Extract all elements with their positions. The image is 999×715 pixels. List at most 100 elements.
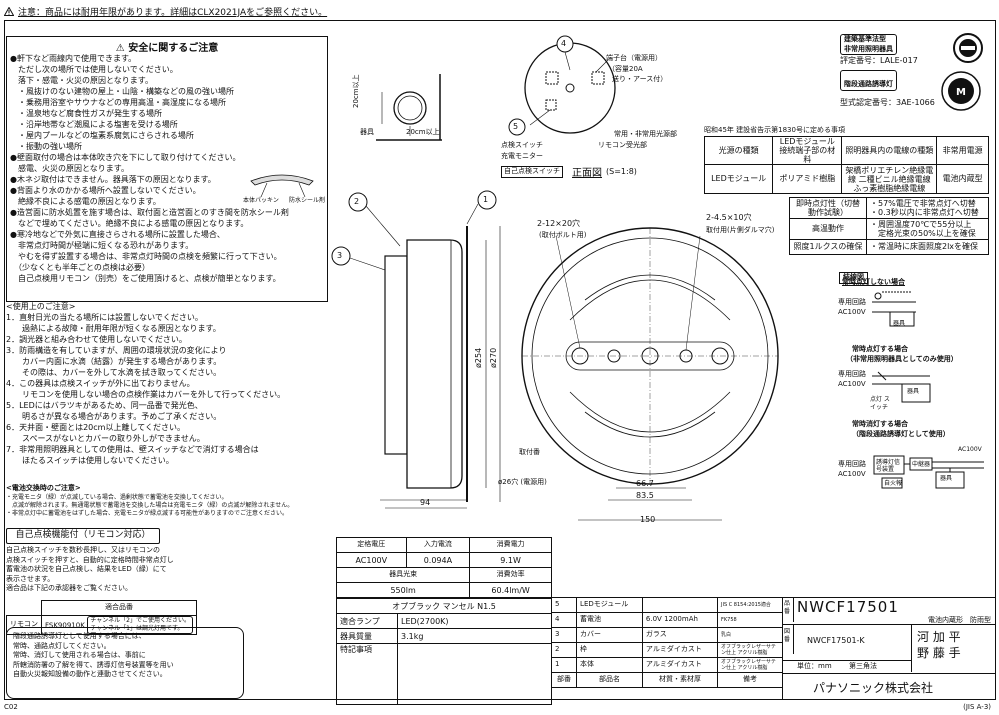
dim-94: 94 [420,498,431,507]
projection-method: 第三角法 [849,662,877,670]
callout-1-label: 1 [483,195,489,204]
parts-h-mat: 材質・素材厚 [641,672,719,688]
safety-line: やむを得ず設置する場合は、非常点灯時間の点検を頻繁に行って下さい。 [10,252,282,261]
safety-line: ・乗務用浴室やサウナなどの専用高温・高湿度になる場所 [10,98,226,107]
wiring-d1-diagram [872,291,916,327]
svg-text:M: M [956,87,966,98]
wiring-d3-power: 専用回路 AC100V [838,460,866,478]
dim-20cm-vertical: 20cm以上 [352,74,360,108]
perf-r2-b: 定格光束の50%以上を確保 [870,229,976,238]
usage-line: その際は、カバーを外して水滴を拭き取ってください。 [6,368,222,377]
spec-table: 定格電圧 入力電流 消費電力 AC100V 0.094A 9.1W 器具光束 消… [335,537,552,705]
unit-label: 単位：mm [797,662,832,670]
footnote-line: 常時、通路点灯してください。 [13,641,111,650]
callout-1 [477,190,497,210]
perf-r3-label: 照度1ルクスの確保 [789,239,867,255]
wiring-d3-eq: 器具 [940,475,953,482]
usage-line: 明るさが異なる場合があります。予めご了承ください。 [6,412,222,421]
battery-line: 点滅が解除されます。無通電状態で蓄電池を交換した場合は充電モニタ（緑）の点滅が解… [6,501,294,509]
hole2-sub: 取付用(片側ダルマ穴) [706,226,775,234]
law-wire: 架橋ポリエチレン絶縁電線 二種ビニル絶縁電線 ふっ素樹脂絶縁電線 [841,164,938,194]
self-check-line: 表示させます。 [6,574,55,583]
self-check-line: 自己点検スイッチを数秒長押し、又はリモコンの [6,546,160,554]
self-check-title: 自己点検機能付（リモコン対応） [6,528,160,544]
wiring-d3-title: 常時消灯する場合 [852,420,908,428]
sealant-label: 防水シール剤 [289,197,326,204]
top-note-text: 注意：商品には耐用年限があります。詳細はCLX2021JAをご参照ください。 [18,7,328,18]
footnote-line: 常時、消灯して使用される場合は、事前に [13,651,146,659]
gasket-illustration: 本体パッキン 防水シール剤 [243,171,325,211]
law-emerg: 電池内蔵型 [936,164,989,194]
usage-line: カバー内面に水滴（結露）が発生する場合があります。 [6,357,222,366]
callout-4-label: 4 [561,39,567,48]
cert-stair: 階段通路誘導灯 型式認定番号：3AE-1066 [840,70,935,108]
usage-line: リモコンを使用しない場合の点検作業はカバーを外して行ってください。 [6,390,286,399]
check-switch-label: 点検スイッチ [501,141,543,149]
usage-title: <使用上のご注意> [6,302,76,311]
performance-table: 即時点灯性（切替動作試験） ・57%電圧で非常点灯へ切替・0.3秒以内に非常点灯… [789,197,989,255]
law-title: 昭和45年 建設省告示第1830号に定める事項 [704,126,845,134]
model-type: 電池内蔵形 防雨型 [928,616,991,624]
perf-r1-b: ・0.3秒以内に非常点灯へ切替 [870,208,979,217]
wiring-d1-eq: 器具 [893,320,906,327]
perf-r3-a: ・常温時に床面照度2lxを確保 [866,239,989,255]
wiring-d3-power-r: AC100V [958,446,982,453]
cert1-line2: 非常用照明器具 [844,44,893,53]
wiring-d2-title: 常時点灯する場合 [852,345,908,353]
sign-row-1: 河 加 平 [917,630,961,644]
footnote-line: 階段通路誘導灯として使用する場合には、 [13,632,146,640]
safety-line: ・振動の強い場所 [10,142,82,151]
remote-receiver-label: リモコン受光部 [598,141,647,149]
wiring-d3-relay: 中継器 [912,461,931,468]
mount-label: 取付番 [519,448,540,456]
hole1-sub: (取付ボルト用) [539,231,587,239]
wiring-section: 結線図 [839,264,868,284]
charge-monitor-label: 充電モニター [501,152,543,160]
battery-line: ・非常点灯中に蓄電池をはずした場合、充電モニタが緑点滅する可能性がありますのでご… [6,509,289,517]
wiring-d3-signal: 誘導灯信号装置 [876,459,901,473]
clearance-sketch [376,74,442,141]
front-view-label: 正面図 [572,168,602,179]
model-number: NWCF17501 [797,598,899,616]
remote-ch1: チャンネル「1」は調光灯用です。 [90,625,184,632]
safety-notice: ⚠ 安全に関するご注意 ●軒下など雨線内で使用できます。 ただし次の場所では使用… [6,36,328,302]
safety-title: 安全に関するご注意 [128,43,219,54]
safety-line: ●軒下など雨線内で使用できます。 [10,54,137,63]
self-check-line: 蓄電池の状況を自己点検し、結果をLED（緑）にて [6,565,167,573]
remote-model: FSK90910K [45,621,85,630]
battery-line: ・充電モニタ（緑）が点滅している場合、過剰状態で蓄電池を交換してください。 [6,493,228,501]
battery-note: <電池交換時のご注意> ・充電モニタ（緑）が点滅している場合、過剰状態で蓄電池を… [6,484,293,518]
partno-label: 品番 [784,600,791,615]
diameter-254: ø254 [474,347,483,368]
wiring-d3-sub: （階段通路誘導灯として使用） [852,430,950,438]
usage-line: ほたるスイッチは使用しないでください。 [6,456,174,465]
terminal-sub2: 送り・アース付） [612,75,668,83]
safety-line: 落下・感電・火災の原因となります。 [10,76,153,85]
diameter-270: ø270 [489,347,498,368]
safety-line: ●寒冷地などで外気に直接さらされる場所に設置した場合、 [10,230,225,239]
usage-line: 4．この器具は点検スイッチが外に出ておりません。 [6,379,195,388]
battery-title: <電池交換時のご注意> [6,484,81,492]
safety-line: ●背面より水のかかる場所へ設置しないでください。 [10,186,201,195]
corner-code: C02 [4,703,18,711]
safety-line: ・屋内プールなどの塩素系腐気にさらされる場所 [10,131,194,140]
law-h-wire: 照明器具内の電線の種類 [841,136,938,165]
safety-line: 感電、火災の原因となります。 [10,164,129,173]
cert1-line1: 建築基準法型 [844,35,886,43]
parts-h-no: 部番 [550,672,578,688]
wiring-d2-power: 専用回路 AC100V [838,370,866,388]
safety-line: 非常点灯時間が極端に短くなる恐れがあります。 [10,241,194,250]
dim-66-7: 66.7 [636,479,654,488]
company-name: パナソニック株式会社 [813,681,934,695]
callout-3 [331,246,351,266]
model-block: 品番 NWCF17501 電池内蔵形 防雨型 図番 NWCF17501-K 河 … [782,597,996,700]
self-check-line: 点検スイッチを押すと、自動的に定格時間非常点灯し [6,555,174,564]
safety-line: 自己点検用リモコン（別売）をご使用頂けると、点検が簡単となります。 [10,274,281,283]
self-check-body: 自己点検スイッチを数秒長押し、又はリモコンの点検スイッチを押すと、自動的に定格時… [6,546,174,594]
safety-line: ●壁面取付の場合は本体吹き穴を下にして取り付けてください。 [10,153,241,162]
callout-4 [556,35,574,53]
dim-20cm-horizontal: 20cm以上 [406,128,440,136]
cert-building: 建築基準法型 非常用照明器具 評定番号：LALE-017 [840,34,918,66]
